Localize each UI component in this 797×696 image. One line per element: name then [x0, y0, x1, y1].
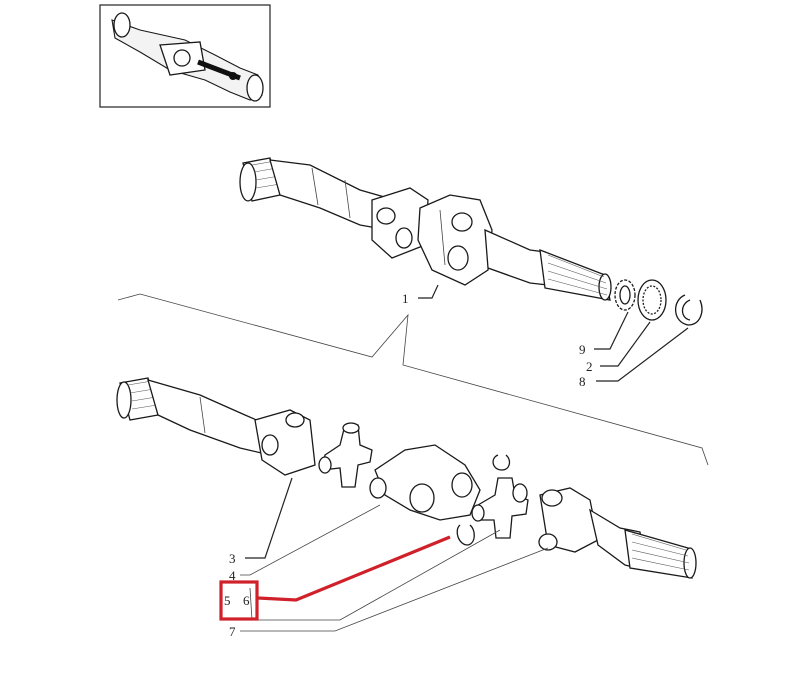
svg-text:7: 7 [229, 624, 236, 639]
callout-9: 9 [579, 311, 629, 357]
axle-shaft-assembly-top [239, 157, 612, 301]
svg-text:3: 3 [229, 551, 236, 566]
svg-text:9: 9 [579, 342, 586, 357]
bearing-2 [637, 279, 667, 321]
callout-3: 3 [229, 477, 293, 566]
svg-text:4: 4 [229, 568, 236, 583]
callout-7: 7 [229, 547, 549, 639]
callout-2: 2 [586, 321, 651, 374]
callout-8: 8 [579, 327, 689, 389]
svg-text:6: 6 [243, 593, 250, 608]
callout-1: 1 [402, 284, 439, 306]
callout-5: 5 [224, 593, 231, 608]
spacer-ring-9 [614, 279, 636, 311]
snap-ring-8 [674, 294, 703, 326]
svg-text:1: 1 [402, 291, 409, 306]
explode-bracket [117, 293, 709, 466]
callout-6: 6 [243, 529, 501, 621]
axle-shaft-exploded-bottom [116, 377, 697, 579]
svg-text:5: 5 [224, 593, 231, 608]
svg-text:2: 2 [586, 359, 593, 374]
highlight-marker [219, 535, 451, 621]
callout-4: 4 [229, 504, 381, 583]
svg-text:8: 8 [579, 374, 586, 389]
axle-overview-thumbnail [99, 4, 271, 108]
